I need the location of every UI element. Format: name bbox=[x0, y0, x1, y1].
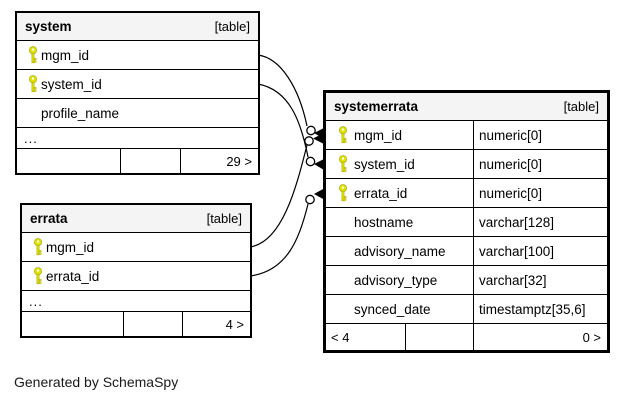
column-type: numeric[0] bbox=[479, 185, 543, 201]
column-name: system_id bbox=[41, 76, 102, 92]
primary-key-icon bbox=[28, 46, 41, 64]
zero-cardinality-icon bbox=[306, 125, 316, 136]
table-type-badge: [table] bbox=[214, 19, 250, 34]
column-type: varchar[128] bbox=[479, 214, 555, 230]
column-name: profile_name bbox=[41, 105, 120, 121]
footer-cell bbox=[405, 324, 473, 350]
column-name: hostname bbox=[354, 214, 414, 230]
child-count: 0 > bbox=[473, 324, 607, 350]
column-type: numeric[0] bbox=[479, 156, 543, 172]
columns-ellipsis: ... bbox=[22, 291, 250, 312]
table-footer: < 4 0 > bbox=[326, 324, 607, 350]
primary-key-icon bbox=[338, 126, 354, 144]
table-type-badge: [table] bbox=[206, 211, 242, 226]
primary-key-icon bbox=[28, 75, 41, 93]
primary-key-icon bbox=[338, 184, 354, 202]
column-row: profile_name bbox=[17, 99, 258, 128]
column-name: system_id bbox=[354, 156, 415, 172]
table-system[interactable]: system [table] mgm_id bbox=[15, 11, 260, 175]
table-systemerrata[interactable]: systemerrata [table] mgm_id numeric[0] bbox=[323, 90, 610, 353]
table-type-badge: [table] bbox=[563, 99, 599, 114]
column-name: advisory_type bbox=[354, 272, 438, 288]
primary-key-icon bbox=[338, 155, 354, 173]
table-title: system bbox=[25, 19, 72, 34]
column-name: mgm_id bbox=[354, 127, 403, 143]
column-row: advisory_name varchar[100] bbox=[326, 237, 607, 266]
table-title: errata bbox=[30, 211, 68, 226]
column-name: errata_id bbox=[46, 268, 100, 284]
fk-line-system-system-id bbox=[257, 83, 309, 158]
column-name: errata_id bbox=[354, 185, 408, 201]
column-type: timestamptz[35,6] bbox=[479, 301, 586, 317]
primary-key-icon bbox=[33, 267, 46, 285]
column-name: mgm_id bbox=[41, 47, 90, 63]
column-row: mgm_id bbox=[22, 233, 250, 262]
column-row: mgm_id numeric[0] bbox=[326, 121, 607, 150]
table-system-header[interactable]: system [table] bbox=[17, 13, 258, 41]
column-name: synced_date bbox=[354, 301, 431, 317]
related-count: 4 > bbox=[182, 312, 250, 336]
zero-cardinality-icon bbox=[304, 136, 314, 146]
column-type: numeric[0] bbox=[479, 127, 543, 143]
table-title: systemerrata bbox=[334, 99, 419, 114]
column-row: synced_date timestamptz[35,6] bbox=[326, 295, 607, 324]
table-systemerrata-header[interactable]: systemerrata [table] bbox=[326, 93, 607, 121]
column-row: errata_id numeric[0] bbox=[326, 179, 607, 208]
table-footer: 29 > bbox=[17, 149, 258, 173]
zero-cardinality-icon bbox=[305, 156, 316, 167]
column-type: varchar[100] bbox=[479, 243, 555, 259]
column-type: varchar[32] bbox=[479, 272, 547, 288]
column-name: mgm_id bbox=[46, 239, 95, 255]
column-row: system_id bbox=[17, 70, 258, 99]
primary-key-icon bbox=[33, 238, 46, 256]
column-name: advisory_name bbox=[354, 243, 446, 259]
column-row: hostname varchar[128] bbox=[326, 208, 607, 237]
footer-cell bbox=[17, 149, 120, 173]
parent-count: < 4 bbox=[331, 329, 350, 345]
column-row: system_id numeric[0] bbox=[326, 150, 607, 179]
table-footer: 4 > bbox=[22, 312, 250, 336]
fk-line-errata-errata-id bbox=[249, 203, 309, 277]
related-count: 29 > bbox=[180, 149, 258, 173]
generated-by-note: Generated by SchemaSpy bbox=[14, 374, 179, 390]
footer-cell bbox=[22, 312, 123, 336]
columns-ellipsis: ... bbox=[17, 128, 258, 149]
column-row: errata_id bbox=[22, 262, 250, 291]
column-row: mgm_id bbox=[17, 41, 258, 70]
fk-line-system-mgm-id bbox=[257, 54, 308, 127]
footer-cell bbox=[123, 312, 182, 336]
zero-cardinality-icon bbox=[305, 194, 315, 205]
table-errata[interactable]: errata [table] mgm_id bbox=[20, 203, 252, 338]
footer-cell bbox=[120, 149, 180, 173]
column-row: advisory_type varchar[32] bbox=[326, 266, 607, 295]
table-errata-header[interactable]: errata [table] bbox=[22, 205, 250, 233]
